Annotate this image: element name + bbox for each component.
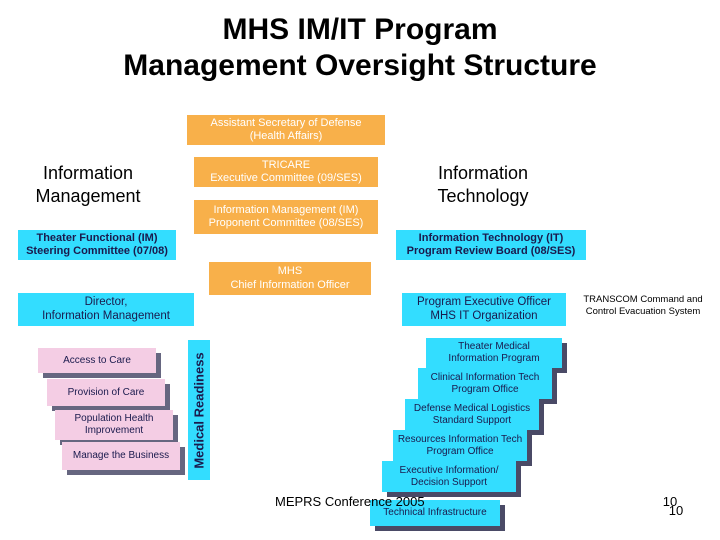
- access-to-care-box: Access to Care: [38, 348, 156, 373]
- im-heading-line-2: Management: [35, 186, 141, 206]
- provision-of-care-box: Provision of Care: [47, 379, 165, 406]
- director-line-1: Director,: [84, 295, 128, 308]
- information-management-heading: Information Management: [18, 162, 158, 208]
- conference-footer: MEPRS Conference 2005: [275, 494, 425, 509]
- director-im-box: Director,Information Management: [18, 293, 194, 326]
- clinical-it-line-1: Clinical Information Tech: [430, 371, 540, 383]
- title-line-1: MHS IM/IT Program: [222, 13, 498, 46]
- dmlss-line-1: Defense Medical Logistics: [413, 402, 531, 414]
- transcom-line-2: Control Evacuation System: [585, 306, 701, 317]
- director-line-2: Information Management: [42, 309, 170, 322]
- provision-of-care-label: Provision of Care: [67, 386, 145, 398]
- access-to-care-label: Access to Care: [63, 354, 131, 366]
- transcom-label: TRANSCOM Command and Control Evacuation …: [574, 294, 712, 318]
- peo-line-2: MHS IT Organization: [430, 309, 538, 322]
- tricare-line-2: Executive Committee (09/SES): [210, 172, 362, 184]
- technical-infrastructure-box: Technical Infrastructure: [370, 500, 500, 526]
- asd-line-2: (Health Affairs): [249, 130, 323, 142]
- slide-title: MHS IM/IT Program Management Oversight S…: [0, 12, 720, 84]
- im-proponent-committee-box: Information Management (IM)Proponent Com…: [194, 200, 378, 234]
- population-health-line-2: Improvement: [84, 425, 144, 436]
- it-heading-line-2: Technology: [437, 186, 529, 206]
- executive-information-box: Executive Information/Decision Support: [382, 461, 516, 492]
- cio-line-1: MHS: [277, 265, 303, 278]
- it-program-review-board-box: Information Technology (IT)Program Revie…: [396, 230, 586, 260]
- tricare-line-1: TRICARE: [261, 158, 311, 171]
- transcom-line-1: TRANSCOM Command and: [583, 294, 703, 305]
- dmlss-line-2: Standard Support: [432, 414, 512, 426]
- manage-the-business-box: Manage the Business: [62, 442, 180, 470]
- theater-medical-line-1: Theater Medical: [458, 341, 530, 352]
- manage-the-business-label: Manage the Business: [72, 450, 170, 461]
- page-number-b: 10: [668, 503, 684, 518]
- asd-line-1: Assistant Secretary of Defense: [210, 116, 362, 129]
- it-review-line-2: Program Review Board (08/SES): [406, 245, 576, 257]
- medical-readiness-label: Medical Readiness: [191, 351, 207, 469]
- resources-it-line-2: Program Office: [426, 445, 494, 457]
- exec-info-line-2: Decision Support: [410, 476, 488, 488]
- im-proponent-line-2: Proponent Committee (08/SES): [208, 217, 364, 229]
- it-heading-line-1: Information: [437, 163, 529, 183]
- peo-line-1: Program Executive Officer: [416, 295, 551, 308]
- im-heading-line-1: Information: [42, 163, 134, 183]
- title-line-2: Management Oversight Structure: [123, 49, 597, 82]
- theater-functional-line-1: Theater Functional (IM): [36, 231, 158, 244]
- clinical-it-line-2: Program Office: [451, 383, 519, 395]
- theater-medical-line-2: Information Program: [448, 353, 540, 364]
- resources-it-line-1: Resources Information Tech: [397, 433, 523, 445]
- im-proponent-line-1: Information Management (IM): [213, 203, 359, 216]
- asd-health-affairs-box: Assistant Secretary of Defense(Health Af…: [187, 115, 385, 145]
- it-review-line-1: Information Technology (IT): [418, 231, 564, 244]
- cio-line-2: Chief Information Officer: [230, 278, 350, 291]
- technical-infrastructure-label: Technical Infrastructure: [383, 507, 487, 518]
- exec-info-line-1: Executive Information/: [399, 464, 499, 476]
- information-technology-heading: Information Technology: [418, 162, 548, 208]
- theater-functional-line-2: Steering Committee (07/08): [26, 245, 168, 257]
- page-number-a: 10: [662, 494, 678, 509]
- population-health-line-1: Population Health: [74, 413, 154, 424]
- medical-readiness-bar: Medical Readiness: [188, 340, 210, 480]
- theater-functional-steering-box: Theater Functional (IM)Steering Committe…: [18, 230, 176, 260]
